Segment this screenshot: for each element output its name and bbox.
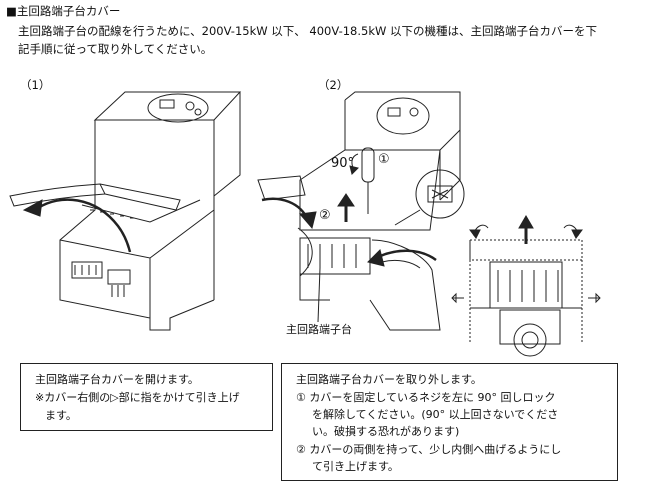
box2-line-6: て引き上げます。: [312, 460, 399, 473]
section-title: ■主回路端子台カバー: [6, 4, 121, 18]
step-1-label: （1）: [20, 78, 51, 92]
figure-2-inverter: [257, 91, 465, 331]
box2-line-3: を解除してください。(90° 以上回さないでくださ: [312, 408, 559, 421]
terminal-block-callout: 主回路端子台: [286, 323, 352, 336]
step-2-label: （2）: [318, 78, 349, 92]
box2-line-5: ② カバーの両側を持って、少し内側へ曲げるようにし: [296, 443, 562, 456]
box1-line-3: ます。: [45, 409, 77, 422]
figure-1-inverter: [9, 91, 242, 331]
figure-2-cover-detail: [451, 215, 601, 357]
instruction-box-2: 主回路端子台カバーを取り外します。 ① カバーを固定しているネジを左に 90° …: [281, 363, 618, 481]
marker-1: ①: [378, 152, 390, 167]
box1-line-1: 主回路端子台カバーを開けます。: [35, 373, 199, 386]
intro-text-line-2: 記手順に従って取り外してください。: [18, 42, 213, 56]
box2-line-2: ① カバーを固定しているネジを左に 90° 回しロック: [296, 391, 556, 404]
box2-line-1: 主回路端子台カバーを取り外します。: [296, 373, 482, 386]
rotation-angle-label: 90°: [331, 156, 355, 171]
intro-text-line-1: 主回路端子台の配線を行うために、200V-15kW 以下、 400V-18.5k…: [18, 24, 598, 38]
marker-2: ②: [319, 208, 331, 223]
box1-line-2: ※カバー右側の▷部に指をかけて引き上げ: [35, 391, 240, 404]
instruction-box-1: 主回路端子台カバーを開けます。 ※カバー右側の▷部に指をかけて引き上げ ます。: [20, 363, 273, 431]
box2-line-4: い。破損する恐れがあります): [312, 425, 460, 438]
